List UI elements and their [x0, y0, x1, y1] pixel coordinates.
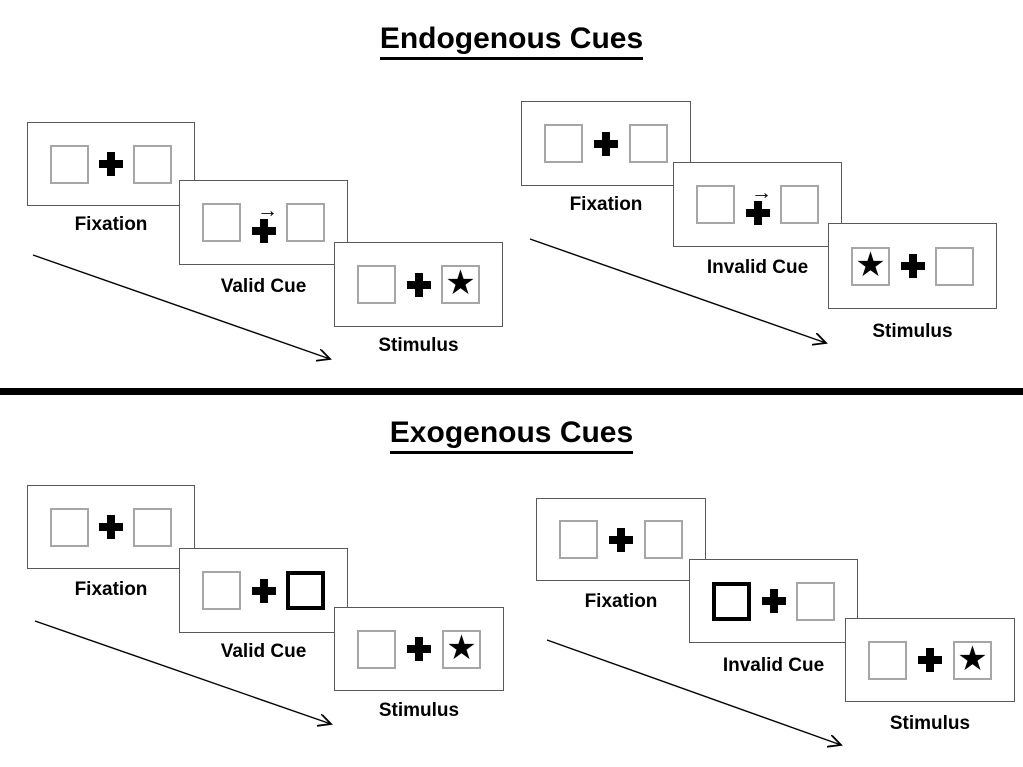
fixation-cross-icon [900, 254, 925, 278]
valid-cue-panel [179, 548, 348, 633]
heavy-plus-icon [761, 589, 786, 613]
timeline-arrow-exo-valid [34, 620, 331, 724]
highlighted-cue-box [286, 571, 325, 610]
panel-label-fixation: Fixation [74, 214, 148, 235]
fixation-cross-icon [609, 527, 633, 552]
stimulus-panel: ★ [334, 607, 504, 691]
timeline-arrow-endo-invalid [529, 238, 826, 343]
right-placeholder-box [796, 581, 835, 621]
fixation-panel [27, 485, 195, 569]
fixation-cross-icon [406, 272, 431, 297]
left-placeholder-box [544, 124, 583, 163]
right-placeholder-box [629, 124, 668, 163]
star-icon: ★ [855, 245, 886, 284]
right-placeholder-box [935, 246, 974, 286]
panel-label-fixation: Fixation [584, 591, 658, 612]
heavy-plus-icon [406, 272, 431, 297]
fixation-panel [27, 122, 195, 206]
stimulus-panel: ★ [845, 618, 1015, 702]
panel-label-stimulus: Stimulus [872, 321, 953, 342]
heavy-plus-icon [609, 527, 633, 552]
section-title-exogenous: Exogenous Cues [0, 416, 1023, 454]
heavy-plus-icon [745, 200, 770, 225]
right-placeholder-box [133, 144, 172, 184]
left-placeholder-box [559, 520, 598, 559]
left-placeholder-box [357, 265, 396, 304]
panel-label-invalid-cue: Invalid Cue [722, 655, 825, 676]
section-title-text: Endogenous Cues [379, 22, 644, 60]
left-placeholder-box [868, 640, 907, 680]
heavy-plus-icon [918, 648, 942, 672]
valid-cue-panel: → [179, 180, 348, 265]
heavy-plus-icon [900, 254, 925, 278]
panel-label-stimulus: Stimulus [378, 335, 459, 356]
star-icon: ★ [957, 639, 988, 678]
panel-label-stimulus: Stimulus [889, 713, 971, 734]
panel-label-invalid-cue: Invalid Cue [706, 257, 809, 278]
left-placeholder-box [50, 507, 89, 547]
left-placeholder-box [202, 203, 241, 242]
heavy-plus-icon [251, 578, 276, 603]
target-star-box: ★ [953, 639, 992, 680]
timeline-arrow-endo-valid [32, 254, 330, 359]
central-cue-symbol: → [251, 198, 278, 243]
left-placeholder-box [357, 629, 396, 669]
panel-label-stimulus: Stimulus [378, 700, 460, 721]
fixation-cross-icon [251, 578, 276, 603]
heavy-plus-icon [594, 131, 618, 156]
central-cue-symbol: → [745, 180, 772, 225]
highlighted-cue-box [712, 581, 751, 621]
target-star-box: ★ [442, 628, 481, 669]
panel-label-fixation: Fixation [74, 579, 148, 600]
fixation-cross-icon [594, 131, 618, 156]
section-title-text: Exogenous Cues [389, 416, 634, 454]
right-placeholder-box [780, 185, 819, 224]
right-placeholder-box [644, 520, 683, 559]
target-star-box: ★ [851, 245, 890, 286]
heavy-plus-icon [251, 218, 276, 243]
panel-label-valid-cue: Valid Cue [220, 276, 307, 297]
heavy-plus-icon [407, 637, 431, 661]
panel-label-valid-cue: Valid Cue [220, 641, 307, 662]
left-placeholder-box [696, 185, 735, 224]
heavy-plus-icon [99, 152, 123, 176]
invalid-cue-panel [689, 559, 858, 643]
section-title-endogenous: Endogenous Cues [0, 22, 1023, 60]
left-placeholder-box [202, 571, 241, 610]
fixation-panel [536, 498, 706, 581]
fixation-cross-icon [99, 515, 123, 539]
target-star-box: ★ [441, 264, 480, 304]
section-divider [0, 388, 1023, 395]
right-placeholder-box [133, 507, 172, 547]
cue-direction-arrow-icon: → [751, 180, 772, 204]
fixation-cross-icon [407, 637, 431, 661]
star-icon: ★ [446, 628, 477, 667]
stimulus-panel: ★ [828, 223, 997, 309]
heavy-plus-icon [99, 515, 123, 539]
panel-label-fixation: Fixation [569, 194, 643, 215]
invalid-cue-panel: → [673, 162, 842, 247]
star-icon: ★ [445, 264, 476, 302]
fixation-cross-icon [99, 152, 123, 176]
fixation-cross-icon [918, 648, 942, 672]
stimulus-panel: ★ [334, 242, 503, 327]
left-placeholder-box [50, 144, 89, 184]
fixation-cross-icon [761, 589, 786, 613]
fixation-panel [521, 101, 691, 186]
cue-direction-arrow-icon: → [257, 198, 278, 222]
right-placeholder-box [286, 203, 325, 242]
